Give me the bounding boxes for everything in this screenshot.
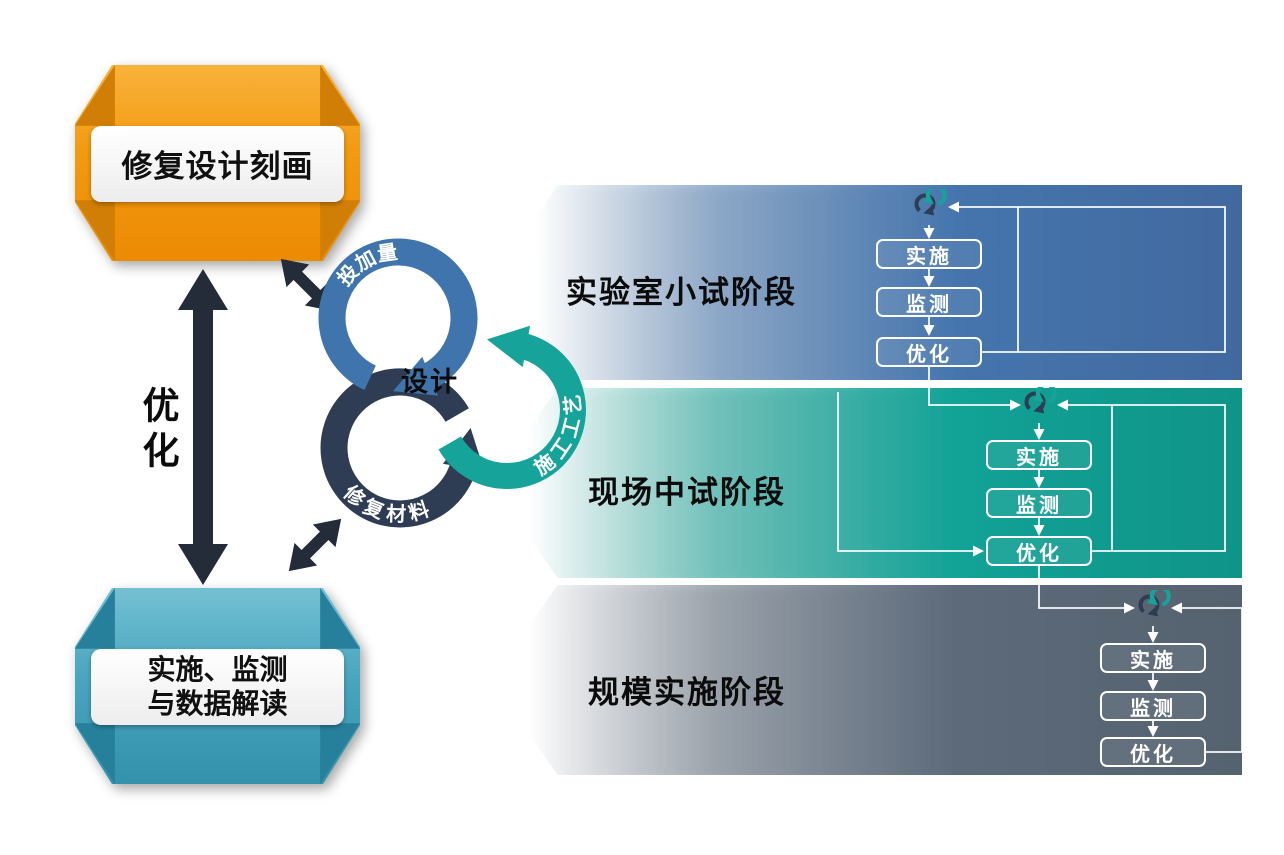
stage-band-full-scale <box>490 585 1242 775</box>
stage-label-lab: 实验室小试阶段 <box>566 275 797 311</box>
mini-cycle-icon <box>1024 387 1057 414</box>
design-characterization-box: 修复设计刻画 <box>75 65 360 261</box>
step-box-optimize: 优化 <box>1100 737 1206 767</box>
stage-band-pilot <box>490 388 1242 578</box>
arc-construction-technique <box>438 325 586 489</box>
svg-text:施工工艺: 施工工艺 <box>529 390 585 480</box>
design-center-label: 设计 <box>401 367 459 398</box>
diagonal-double-arrow-top <box>280 258 334 312</box>
banner-label: 实施、监测 与数据解读 <box>90 648 345 726</box>
implementation-monitoring-box: 实施、监测 与数据解读 <box>75 588 360 784</box>
step-box-implement: 实施 <box>986 440 1092 470</box>
flow-arrows <box>837 201 1243 753</box>
diagonal-double-arrow-bottom <box>288 518 342 572</box>
optimize-double-arrow <box>178 269 228 585</box>
arc-dosage <box>318 238 478 396</box>
design-cycle-diagram: 投加量 施工工艺 修复材料 <box>318 238 586 528</box>
step-box-monitor: 监测 <box>1100 691 1206 721</box>
flow-connector-lines <box>837 201 1243 753</box>
step-box-optimize: 优化 <box>986 536 1092 566</box>
banner-label: 修复设计刻画 <box>90 125 345 203</box>
banner-text: 修复设计刻画 <box>121 149 314 186</box>
mini-cycle-icon <box>914 189 947 216</box>
stage-label-full-scale: 规模实施阶段 <box>588 675 786 711</box>
banner-text-line2: 与数据解读 <box>147 686 288 720</box>
step-box-implement: 实施 <box>876 239 982 269</box>
arc-label-construction-technique: 施工工艺 <box>529 390 582 480</box>
step-box-optimize: 优化 <box>876 337 982 367</box>
step-box-monitor: 监测 <box>876 287 982 317</box>
svg-text:修复材料: 修复材料 <box>338 480 435 527</box>
banner-text-line1: 实施、监测 <box>147 652 288 686</box>
stage-label-pilot: 现场中试阶段 <box>588 475 786 511</box>
optimize-label: 优化 <box>136 386 179 476</box>
bevel-corner <box>75 65 115 126</box>
mini-cycle-icon <box>1138 590 1171 617</box>
arc-label-repair-material: 修复材料 <box>338 480 432 527</box>
stage-band-lab <box>490 185 1242 380</box>
step-box-monitor: 监测 <box>986 488 1092 518</box>
step-box-implement: 实施 <box>1100 643 1206 673</box>
